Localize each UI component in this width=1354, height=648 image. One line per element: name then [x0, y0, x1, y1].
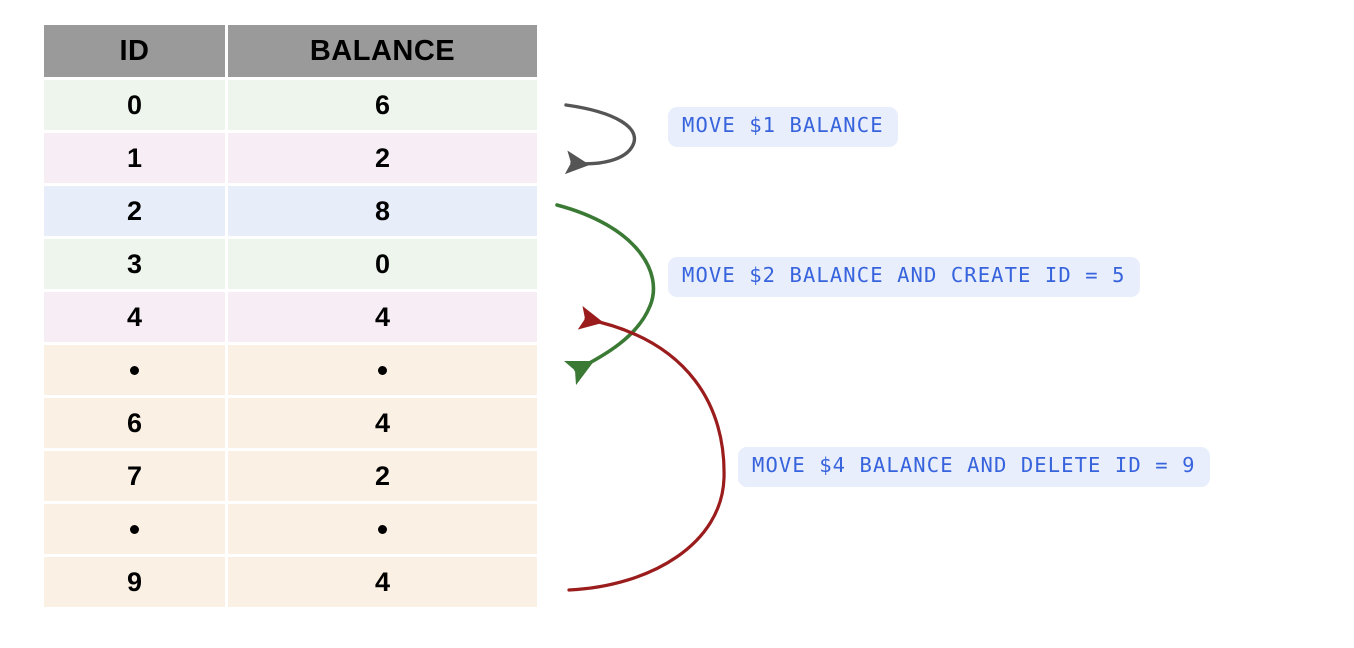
cell-balance-ellipsis [228, 345, 537, 395]
cell-id: 9 [44, 557, 225, 607]
cell-id: 1 [44, 133, 225, 183]
arrow-move-2 [555, 203, 656, 386]
cell-balance: 8 [228, 186, 537, 236]
cell-balance-ellipsis [228, 504, 537, 554]
cell-id: 0 [44, 80, 225, 130]
cell-balance: 6 [228, 80, 537, 130]
cell-balance: 0 [228, 239, 537, 289]
table-row: 7 2 [44, 451, 537, 501]
cell-balance: 2 [228, 133, 537, 183]
table-row-ellipsis [44, 504, 537, 554]
column-header-balance: BALANCE [228, 25, 537, 77]
cell-id: 7 [44, 451, 225, 501]
table-row-ellipsis [44, 345, 537, 395]
cell-id-ellipsis [44, 504, 225, 554]
annotation-label-move-4: MOVE $4 BALANCE AND DELETE ID = 9 [738, 447, 1210, 487]
table-row: 0 6 [44, 80, 537, 130]
ellipsis-dot-icon [378, 365, 387, 375]
arrow-move-4 [567, 306, 726, 592]
table-row: 2 8 [44, 186, 537, 236]
table-row: 9 4 [44, 557, 537, 607]
cell-balance: 4 [228, 398, 537, 448]
cell-id: 3 [44, 239, 225, 289]
ellipsis-dot-icon [130, 365, 139, 375]
ellipsis-dot-icon [130, 524, 139, 534]
table-row: 6 4 [44, 398, 537, 448]
cell-id: 2 [44, 186, 225, 236]
annotation-label-move-2: MOVE $2 BALANCE AND CREATE ID = 5 [668, 257, 1140, 297]
cell-balance: 4 [228, 292, 537, 342]
table-row: 3 0 [44, 239, 537, 289]
ellipsis-dot-icon [378, 524, 387, 534]
annotation-label-move-1: MOVE $1 BALANCE [668, 107, 898, 147]
cell-id-ellipsis [44, 345, 225, 395]
table-row: 1 2 [44, 133, 537, 183]
column-header-id: ID [44, 25, 225, 77]
arrow-move-1 [564, 103, 637, 175]
cell-id: 6 [44, 398, 225, 448]
cell-id: 4 [44, 292, 225, 342]
table-header-row: ID BALANCE [44, 25, 537, 77]
balance-table: ID BALANCE 0 6 1 2 2 8 3 0 4 4 6 [44, 25, 537, 610]
table-row: 4 4 [44, 292, 537, 342]
cell-balance: 4 [228, 557, 537, 607]
cell-balance: 2 [228, 451, 537, 501]
